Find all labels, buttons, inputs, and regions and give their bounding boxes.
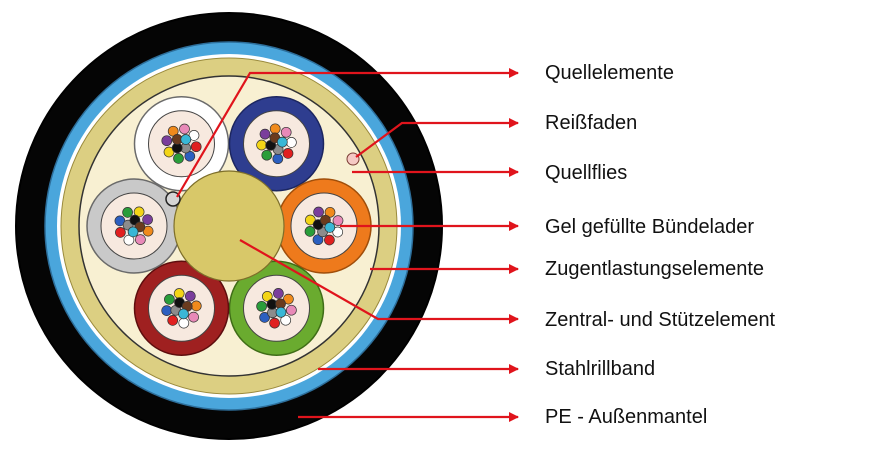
fiber: [122, 207, 133, 218]
fiber: [184, 290, 196, 302]
label-stahlrillband: Stahlrillband: [545, 358, 656, 380]
label-reissfaden: Reißfaden: [545, 112, 638, 134]
fiber: [161, 135, 173, 147]
loose-tube-grey: [86, 178, 182, 274]
loose-tubes: [86, 95, 372, 357]
fiber: [273, 288, 284, 299]
central-strength-member: [173, 170, 285, 282]
loose-tube-red: [133, 260, 230, 357]
fiber: [180, 134, 192, 145]
fiber: [269, 317, 280, 329]
fiber: [256, 139, 267, 151]
fiber: [115, 227, 126, 238]
fiber: [304, 226, 316, 237]
pointer-zentralelement: [239, 239, 519, 324]
fiber: [280, 314, 292, 326]
tube-gel-core: [100, 192, 168, 260]
fiber: [188, 311, 199, 323]
fiber: [332, 226, 344, 238]
fiber: [135, 234, 146, 245]
fiber: [256, 300, 267, 312]
fiber: [313, 206, 324, 218]
fiber: [173, 153, 184, 164]
fiber: [261, 291, 273, 302]
loose-tube-orange: [276, 178, 372, 274]
fiber: [272, 153, 284, 165]
tube-gel-core: [243, 110, 310, 178]
fiber: [259, 312, 270, 323]
pointer-reissfaden: [355, 118, 519, 158]
fiber: [173, 288, 185, 299]
fiber: [304, 214, 316, 226]
fiber: [259, 128, 271, 140]
label-quellelemente: Quellelemente: [545, 62, 674, 84]
fiber: [167, 315, 179, 326]
fiber: [286, 137, 297, 148]
label-pointer-lines: [176, 68, 519, 422]
label-quellflies: Quellflies: [545, 162, 628, 184]
fiber: [261, 149, 273, 161]
fiber: [283, 293, 294, 305]
fiber: [312, 234, 324, 246]
fiber: [179, 123, 190, 135]
label-zentralelement: Zentral- und Stützelement: [545, 309, 776, 331]
pointer-quellelemente: [176, 68, 519, 198]
fiber: [324, 234, 335, 246]
fiber: [178, 308, 189, 320]
fiber: [161, 305, 173, 316]
tube-gel-core: [243, 274, 310, 342]
label-aussenmantel: PE - Außenmantel: [545, 406, 708, 428]
fiber: [324, 222, 336, 233]
swelling-element: [165, 191, 181, 207]
fiber: [269, 123, 281, 135]
tube-gel-core: [148, 274, 215, 342]
fiber: [280, 126, 292, 138]
tube-gel-core: [148, 110, 215, 178]
label-zugentlastung: Zugentlastungselemente: [545, 258, 765, 280]
fiber: [142, 214, 153, 225]
fiber: [324, 206, 336, 218]
fiber: [127, 226, 139, 238]
fiber: [332, 215, 344, 226]
fiber: [164, 294, 175, 305]
label-buendelader: Gel gefüllte Bündelader: [545, 216, 755, 238]
fiber: [286, 304, 297, 316]
fiber: [275, 306, 287, 318]
fiber: [276, 136, 288, 148]
fiber: [190, 141, 202, 153]
fiber: [190, 300, 202, 312]
fiber: [282, 148, 294, 159]
fiber: [178, 317, 190, 329]
loose-tube-blue: [228, 95, 325, 192]
